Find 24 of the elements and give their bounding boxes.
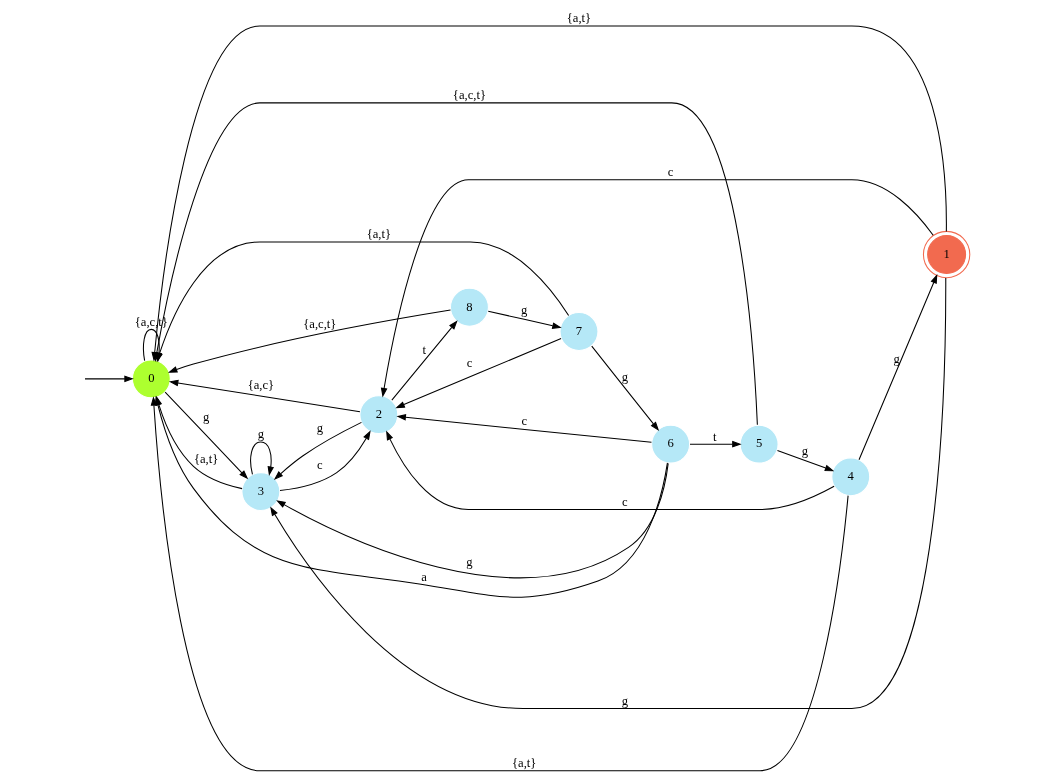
edge-label: {a,t} <box>366 227 392 242</box>
edge-label: g <box>316 421 324 436</box>
edge-label: c <box>317 458 323 473</box>
edge-label: c <box>521 413 528 428</box>
edge-label: {a,t} <box>566 11 592 26</box>
edge-label: c <box>466 355 473 370</box>
edge-label: c <box>622 494 628 509</box>
edge-label: t <box>713 429 717 444</box>
edge-label: g <box>801 444 809 459</box>
edge-label: {a,c} <box>247 377 275 392</box>
edge-label: a <box>421 569 427 584</box>
edge-label: g <box>893 351 900 366</box>
edge-label: {a,c,t} <box>452 88 487 103</box>
edge-label: {a,c,t} <box>303 316 337 331</box>
edge-label: t <box>422 343 426 358</box>
edge-label: g <box>621 369 628 384</box>
edge-label: {a,t} <box>193 451 219 466</box>
edge-label: g <box>521 303 528 318</box>
edge-label: g <box>466 554 473 569</box>
edge-label: g <box>621 693 628 708</box>
edge-label: {a,t} <box>512 756 537 771</box>
edge-label: g <box>202 409 210 424</box>
edge-label: c <box>667 165 674 180</box>
edge-label: g <box>257 427 265 442</box>
